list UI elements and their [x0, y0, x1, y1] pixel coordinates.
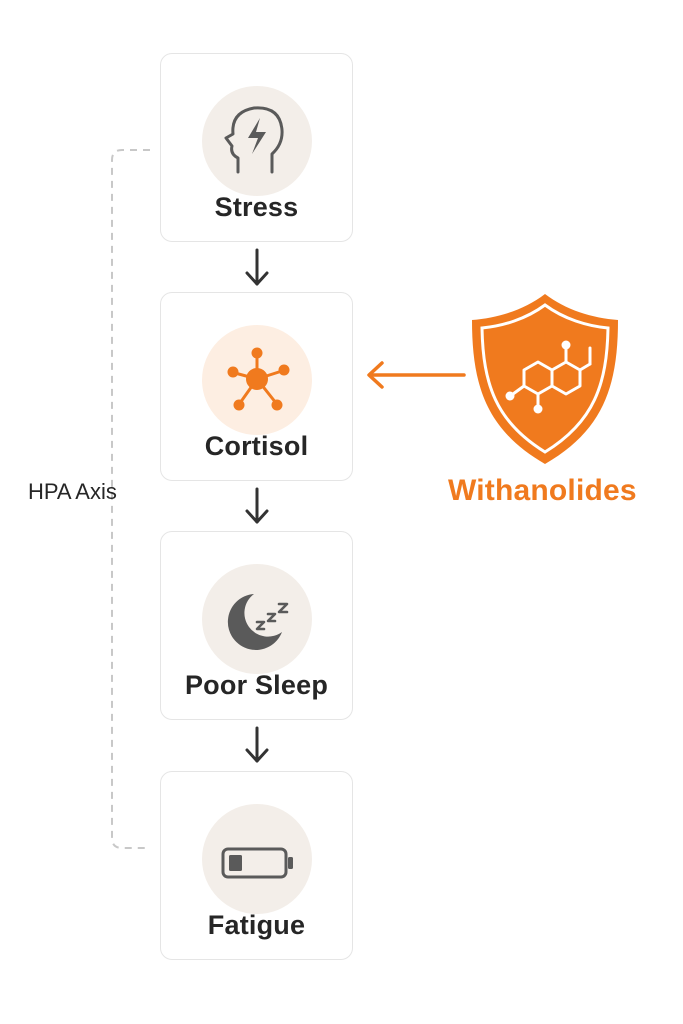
- down-arrow-sleep-fatigue: [245, 726, 269, 763]
- step-label: Stress: [214, 192, 299, 222]
- icon-circle: [201, 804, 312, 914]
- step-label: Poor Sleep: [184, 670, 329, 700]
- head-lightning-icon: [224, 106, 284, 174]
- hpa-axis-label: HPA Axis: [28, 479, 117, 504]
- down-arrow-stress-cortisol: [245, 248, 269, 286]
- step-card-poor-sleep: Poor Sleep: [160, 531, 353, 720]
- withanolides-label: Withanolides: [448, 474, 637, 507]
- shield-molecule-icon: [472, 294, 618, 464]
- step-card-cortisol: Cortisol: [160, 292, 353, 481]
- icon-circle: [201, 564, 312, 674]
- withanolides-shield: [466, 290, 624, 468]
- inhibitor-arrow: [367, 361, 466, 389]
- moon-sleep-icon: [227, 594, 288, 650]
- icon-circle: [201, 86, 312, 196]
- step-label: Cortisol: [204, 431, 309, 461]
- low-battery-icon: [221, 847, 293, 879]
- icon-circle: [201, 325, 312, 435]
- step-label: Fatigue: [207, 910, 306, 940]
- molecule-icon: [227, 347, 289, 411]
- down-arrow-cortisol-sleep: [245, 487, 269, 524]
- hpa-axis-bracket: [111, 149, 150, 849]
- step-card-stress: Stress: [160, 53, 353, 242]
- step-card-fatigue: Fatigue: [160, 771, 353, 960]
